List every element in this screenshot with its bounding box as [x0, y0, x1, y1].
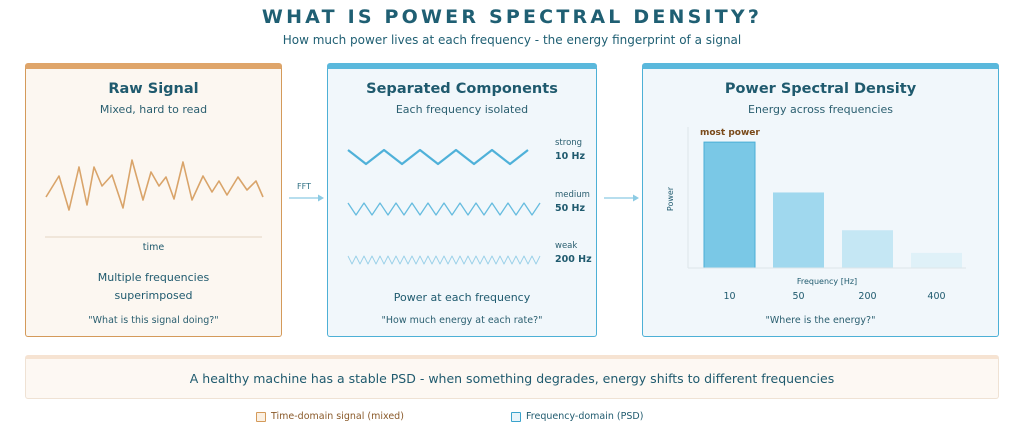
component-strength-strong: strong [555, 138, 583, 148]
psd-arrow [604, 194, 639, 202]
wave-50hz [347, 202, 541, 216]
psd-tick-label-200: 200 [858, 291, 876, 302]
legend-time-swatch [256, 411, 266, 422]
psd-bar-50hz [773, 192, 824, 268]
raw-signal-description-line1: Multiple frequencies [97, 271, 210, 284]
separated-components-subtitle: Each frequency isolated [395, 103, 529, 116]
separated-description: Power at each frequency [393, 291, 531, 304]
wave-10hz [347, 148, 529, 166]
separated-waves [347, 148, 541, 265]
legend-freq-domain: Frequency-domain (PSD) [511, 411, 643, 422]
component-strength-medium: medium [555, 190, 590, 200]
page-subtitle: How much power lives at each frequency -… [282, 33, 742, 47]
psd-panel: Power Spectral Density Energy across fre… [642, 63, 999, 337]
raw-signal-subtitle: Mixed, hard to read [99, 103, 208, 116]
psd-bar-10hz [703, 141, 756, 269]
psd-tick-label-10: 10 [723, 291, 735, 302]
raw-signal-description-line2: superimposed [114, 289, 193, 302]
wave-200hz [347, 255, 541, 265]
psd-tick-label-400: 400 [927, 291, 945, 302]
psd-bar-chart: Power Frequency [Hz] most power 10 50 200 4… [666, 127, 966, 302]
component-strength-weak: weak [555, 241, 578, 251]
insight-banner-text: A healthy machine has a stable PSD - whe… [189, 371, 835, 386]
psd-bar-200hz [842, 230, 893, 268]
psd-title: Power Spectral Density [724, 81, 917, 97]
raw-signal-title: Raw Signal [108, 81, 199, 97]
component-freq-10hz: 10 Hz [555, 151, 586, 162]
legend-freq-swatch [511, 411, 521, 422]
psd-bar-400hz [911, 252, 962, 268]
separated-components-panel: Separated Components Each frequency isol… [327, 63, 597, 337]
raw-signal-panel: Raw Signal Mixed, hard to read time Mult… [25, 63, 282, 337]
fft-arrow [289, 194, 324, 202]
component-freq-200hz: 200 Hz [555, 254, 592, 265]
separated-components-title: Separated Components [366, 81, 558, 97]
legend-freq-label: Frequency-domain (PSD) [526, 411, 644, 422]
psd-peak-annotation: most power [700, 128, 760, 138]
psd-subtitle: Energy across frequencies [748, 103, 893, 116]
separated-quote: "How much energy at each rate?" [381, 315, 543, 326]
legend-time-domain: Time-domain signal (mixed) [256, 411, 404, 422]
component-freq-50hz: 50 Hz [555, 203, 586, 214]
raw-signal-axis-label: time [142, 242, 165, 253]
insight-banner: A healthy machine has a stable PSD - whe… [25, 355, 999, 399]
page-title: WHAT IS POWER SPECTRAL DENSITY? [261, 6, 763, 28]
fft-label: FFT [297, 182, 311, 191]
psd-quote: "Where is the energy?" [765, 315, 876, 326]
psd-x-axis-label: Frequency [Hz] [797, 277, 857, 286]
raw-signal-quote: "What is this signal doing?" [88, 315, 219, 326]
raw-signal-waveform [45, 159, 264, 211]
psd-tick-label-50: 50 [792, 291, 804, 302]
raw-signal-plot [45, 159, 264, 238]
psd-y-axis-label: Power [666, 186, 675, 211]
legend-time-label: Time-domain signal (mixed) [271, 411, 404, 422]
